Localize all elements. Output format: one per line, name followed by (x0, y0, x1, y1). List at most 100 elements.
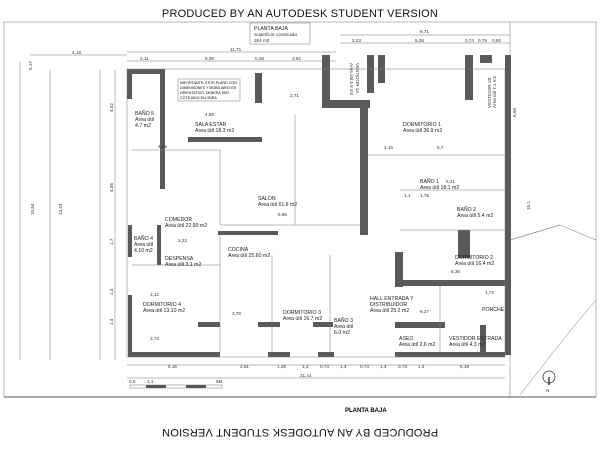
svg-text:5,16: 5,16 (168, 364, 177, 369)
svg-text:4,18: 4,18 (72, 50, 81, 55)
svg-text:354 m2: 354 m2 (254, 38, 270, 43)
svg-text:6,27: 6,27 (420, 309, 429, 314)
svg-text:IMPORTANTE: ESTE PLANO CON: IMPORTANTE: ESTE PLANO CON (180, 81, 237, 85)
svg-text:4,05: 4,05 (158, 144, 167, 149)
svg-text:BAÑO 2: BAÑO 2 (457, 206, 476, 213)
svg-text:3,72: 3,72 (150, 336, 159, 341)
svg-text:15,84: 15,84 (30, 203, 35, 215)
svg-text:2,23: 2,23 (178, 238, 187, 243)
svg-text:6,19: 6,19 (460, 364, 469, 369)
watermark-top: PRODUCED BY AN AUTODESK STUDENT VERSION (161, 8, 439, 20)
svg-text:ASEO: ASEO (399, 336, 413, 342)
svg-text:6,86: 6,86 (278, 212, 287, 217)
svg-text:15,1: 15,1 (526, 201, 531, 210)
svg-text:1,4: 1,4 (109, 318, 114, 325)
svg-text:Area útil 3.1 m2: Area útil 3.1 m2 (165, 262, 201, 268)
svg-text:5M: 5M (216, 379, 223, 384)
svg-text:2,11: 2,11 (140, 56, 149, 61)
svg-text:DORMITORIO 2: DORMITORIO 2 (455, 255, 493, 261)
svg-text:1,4: 1,4 (380, 364, 387, 369)
scale-bar: 0,0 1,1 5M (129, 379, 223, 389)
svg-text:3,12: 3,12 (150, 292, 159, 297)
svg-text:0,0: 0,0 (129, 379, 136, 384)
info-box: PLANTA BAJA Superficie construida 354 m2 (249, 22, 311, 45)
svg-text:1,72: 1,72 (485, 290, 494, 295)
svg-text:VESTIDOR 1B: VESTIDOR 1B (487, 78, 492, 108)
svg-text:DORMITORIO 4: DORMITORIO 4 (143, 302, 181, 308)
svg-text:Area útil 4.3 m2: Area útil 4.3 m2 (449, 342, 485, 348)
svg-text:13,24: 13,24 (58, 203, 63, 215)
svg-text:0,75: 0,75 (478, 38, 487, 43)
svg-text:PLANTA BAJA: PLANTA BAJA (254, 26, 288, 32)
inner-dimensions: 4,88 4,05 2,23 3,12 3,72 3,78 6,86 5,41 … (150, 108, 531, 341)
svg-text:ORIENTATIVO. DEBERÁ SER: ORIENTATIVO. DEBERÁ SER (180, 91, 229, 95)
svg-text:0,74: 0,74 (360, 364, 369, 369)
svg-text:Superficie construida: Superficie construida (254, 32, 297, 37)
svg-text:Area útil 13.10 m2: Area útil 13.10 m2 (143, 308, 185, 314)
svg-text:DIMENSIONES Y MOBILIARIO ES: DIMENSIONES Y MOBILIARIO ES (180, 86, 237, 90)
svg-text:BAÑO 1: BAÑO 1 (420, 178, 439, 185)
svg-text:8,71: 8,71 (420, 29, 429, 34)
bottom-dimensions: 5,16 2,81 1,28 1,4 0,74 1,4 0,74 1,4 0,7… (127, 364, 505, 379)
plan-title: PLANTA BAJA (345, 408, 387, 414)
top-dimensions: 11,71 2,11 5,08 0,48 3,52 8,71 2,23 5,08… (30, 29, 510, 98)
svg-text:0,74: 0,74 (320, 364, 329, 369)
svg-text:BAÑO 4: BAÑO 4 (134, 235, 153, 242)
svg-text:HALL ENTRADA Y: HALL ENTRADA Y (370, 296, 414, 302)
walls (127, 55, 511, 357)
svg-text:21,41: 21,41 (300, 373, 312, 378)
svg-text:4.10 m2: 4.10 m2 (134, 248, 153, 254)
svg-text:0,93: 0,93 (492, 38, 501, 43)
svg-text:Area útil 22.90 m2: Area útil 22.90 m2 (165, 223, 207, 229)
left-dimensions: 5,17 15,84 13,24 4,42 4,46 1,7 1,4 1,4 (19, 61, 116, 360)
svg-text:Area útil 25.60 m2: Area útil 25.60 m2 (228, 253, 270, 259)
svg-text:Area útil: Area útil (334, 324, 353, 330)
svg-text:0,48: 0,48 (255, 56, 264, 61)
svg-text:6.0 m2: 6.0 m2 (334, 330, 350, 336)
svg-text:Area útil 3.9 m2: Area útil 3.9 m2 (349, 63, 354, 96)
svg-text:DORMITORIO 1: DORMITORIO 1 (403, 122, 441, 128)
svg-text:DESPENSA: DESPENSA (165, 256, 194, 262)
svg-text:Area útil 61.6 m2: Area útil 61.6 m2 (258, 202, 297, 208)
svg-text:4,46: 4,46 (109, 183, 114, 192)
svg-text:COCINA: COCINA (228, 247, 249, 253)
svg-text:5,08: 5,08 (205, 56, 214, 61)
svg-text:VESTIDOR ENTRADA: VESTIDOR ENTRADA (449, 336, 502, 342)
svg-text:BAÑO 3: BAÑO 3 (334, 317, 353, 324)
svg-text:DORMITORIO 3: DORMITORIO 3 (283, 310, 321, 316)
svg-text:3,78: 3,78 (232, 311, 241, 316)
svg-text:Area útil 18.1 m2: Area útil 18.1 m2 (420, 185, 459, 191)
svg-text:PORCHE: PORCHE (482, 307, 505, 313)
svg-text:1,1: 1,1 (404, 193, 411, 198)
svg-text:Area útil 16.7 m2: Area útil 16.7 m2 (283, 316, 322, 322)
svg-text:1,75: 1,75 (420, 193, 429, 198)
svg-text:5,41: 5,41 (446, 179, 455, 184)
svg-text:Area útil: Area útil (134, 242, 153, 248)
svg-text:Area útil 7.1 m2: Area útil 7.1 m2 (492, 75, 497, 108)
svg-text:6,59: 6,59 (512, 108, 517, 117)
svg-text:4,42: 4,42 (109, 103, 114, 112)
note-box: IMPORTANTE: ESTE PLANO CON DIMENSIONES Y… (177, 78, 241, 102)
svg-text:DISTRIBUIDOR: DISTRIBUIDOR (370, 302, 407, 308)
svg-text:5,36: 5,36 (451, 269, 460, 274)
room-porche: PORCHE (482, 307, 505, 313)
svg-text:Area útil 2.6 m2: Area útil 2.6 m2 (399, 342, 435, 348)
